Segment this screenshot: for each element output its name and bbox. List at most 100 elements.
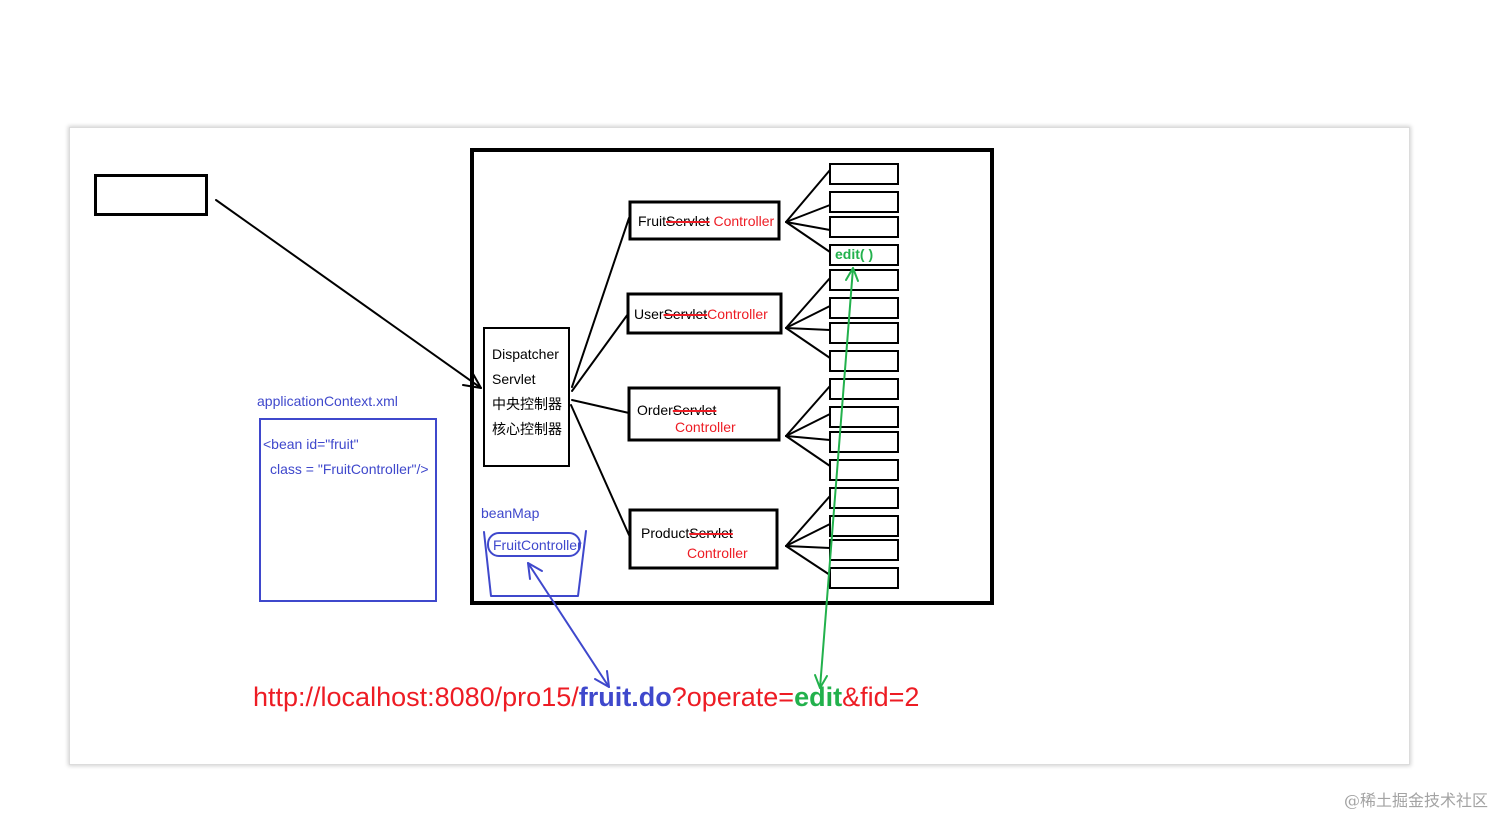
user-controller-name: User <box>634 306 664 322</box>
config-line: class = "FruitController"/> <box>270 461 429 477</box>
dispatch-line-order <box>571 399 630 414</box>
request-arrow-shaft <box>215 199 482 389</box>
method-slot <box>829 378 899 400</box>
web-container-box <box>470 148 994 605</box>
config-line: <bean id="fruit" <box>263 436 359 452</box>
fruit-controller-label: FruitServlet Controller <box>638 213 774 229</box>
method-slot <box>829 350 899 372</box>
user-controller-box <box>626 292 783 335</box>
url-rest: &fid=2 <box>842 682 920 712</box>
fruit-controller-name: Fruit <box>638 213 666 229</box>
dispatcher-line: Dispatcher <box>492 346 559 362</box>
method-fan-fruit <box>785 169 831 253</box>
fruit-controller-suffix: Controller <box>709 213 775 229</box>
product-controller-box <box>628 508 779 570</box>
method-fan-order <box>785 385 831 467</box>
bean-lookup-arrow <box>527 562 610 688</box>
method-slot <box>829 459 899 481</box>
method-slot <box>829 487 899 509</box>
url-operation: edit <box>794 682 843 712</box>
method-fan-product <box>785 495 831 576</box>
method-fan-line <box>785 305 831 329</box>
method-fan-line <box>785 495 831 547</box>
request-url: http://localhost:8080/pro15/fruit.do?ope… <box>253 681 919 713</box>
edit-method-label: edit( ) <box>835 246 874 262</box>
order-controller-label: OrderServlet <box>637 402 716 418</box>
method-fan-line <box>785 204 831 223</box>
watermark: @稀土掘金技术社区 <box>1343 791 1488 810</box>
method-slot-edit <box>829 244 899 266</box>
dispatcher-line: Servlet <box>492 371 536 387</box>
method-slot <box>829 163 899 185</box>
order-controller-name: Order <box>637 402 673 418</box>
url-servlet-path: fruit.do <box>578 682 672 712</box>
order-controller-struck-word: Servlet <box>672 402 717 418</box>
product-controller-suffix: Controller <box>687 545 748 561</box>
method-invoke-arrow-head-bottom <box>814 674 828 689</box>
method-slot <box>829 567 899 589</box>
method-slot <box>829 406 899 428</box>
method-fan-line <box>785 327 831 359</box>
bean-config-box <box>259 418 437 602</box>
diagram-panel <box>69 127 1410 765</box>
method-slot <box>829 191 899 213</box>
method-invoke-arrow <box>814 267 859 689</box>
method-fan-line <box>785 435 831 441</box>
method-fans <box>785 169 831 576</box>
method-slot <box>829 539 899 561</box>
method-invoke-arrow-shaft <box>819 267 854 689</box>
method-slot <box>829 297 899 319</box>
user-controller-label: UserServletController <box>634 306 768 322</box>
method-slot <box>829 515 899 537</box>
bean-map-entry: FruitController <box>493 537 582 553</box>
config-filename: applicationContext.xml <box>257 393 398 409</box>
product-controller-struck-word: Servlet <box>689 525 733 541</box>
dispatcher-line: 中央控制器 <box>492 396 562 412</box>
method-fan-user <box>785 277 831 359</box>
dispatcher-line: 核心控制器 <box>492 421 562 437</box>
fruit-controller-struck-word: Servlet <box>666 213 710 229</box>
method-fan-line <box>785 545 831 549</box>
dispatch-line-user <box>571 313 629 392</box>
fruit-controller-box <box>628 200 781 241</box>
method-fan-line <box>785 327 831 331</box>
order-controller-box <box>627 386 781 442</box>
user-controller-suffix: Controller <box>707 306 768 322</box>
method-fan-line <box>785 545 831 576</box>
bucket-entry-outline <box>487 532 581 557</box>
method-fan-line <box>785 413 831 437</box>
url-base: http://localhost:8080/pro15/ <box>253 682 579 712</box>
method-fan-line <box>785 385 831 437</box>
request-arrow-head <box>462 371 482 389</box>
order-controller-suffix: Controller <box>675 419 736 435</box>
bean-lookup-arrow-head-bottom <box>594 670 610 688</box>
request-arrow <box>215 199 482 389</box>
bean-lookup-arrow-head-top <box>527 562 543 580</box>
method-fan-line <box>785 435 831 467</box>
bucket-outline <box>483 530 587 597</box>
method-fan-line <box>785 523 831 547</box>
dispatch-line-fruit <box>571 217 630 388</box>
bean-map-bucket <box>483 530 587 597</box>
url-query-key: ?operate= <box>671 682 795 712</box>
method-fan-line <box>785 221 831 253</box>
client-box <box>94 174 208 216</box>
dispatcher-servlet-box <box>483 327 570 467</box>
user-controller-struck-word: Servlet <box>663 306 708 322</box>
dispatcher-servlet-label: Dispatcher Servlet 中央控制器 核心控制器 <box>492 342 562 442</box>
product-controller-name: Product <box>641 525 690 541</box>
product-controller-label: ProductServlet <box>641 525 733 541</box>
dispatch-lines <box>570 217 630 536</box>
dispatch-line-product <box>570 404 630 536</box>
method-fan-line <box>785 277 831 329</box>
method-slot <box>829 431 899 453</box>
method-fan-line <box>785 169 831 223</box>
method-fan-line <box>785 221 831 231</box>
bean-lookup-arrow-shaft <box>527 562 610 688</box>
method-slot <box>829 216 899 238</box>
bean-map-label: beanMap <box>481 505 540 521</box>
method-slots <box>829 163 899 589</box>
method-slot <box>829 322 899 344</box>
method-invoke-arrow-head-top <box>845 267 859 282</box>
